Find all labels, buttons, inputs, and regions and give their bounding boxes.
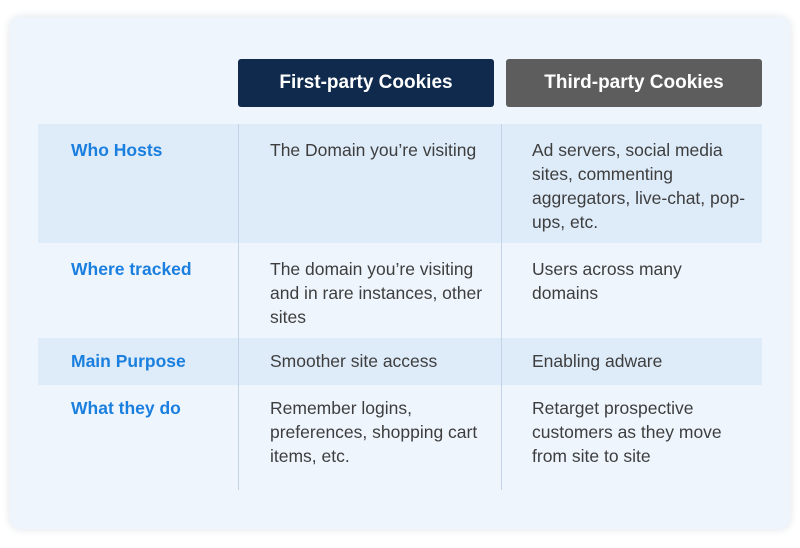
first-party-header: First-party Cookies (238, 59, 494, 107)
table-row-who-hosts: Who Hosts The Domain you’re visiting Ad … (38, 124, 762, 243)
table-row-what-they-do: What they do Remember logins, preference… (38, 385, 762, 490)
third-party-cell: Users across many domains (532, 259, 682, 303)
column-divider (238, 124, 239, 490)
third-party-cell: Ad servers, social media sites, commenti… (532, 140, 746, 232)
third-party-cell: Enabling adware (532, 351, 663, 371)
first-party-cell: The domain you’re visiting and in rare i… (270, 259, 483, 327)
row-label: Who Hosts (71, 140, 163, 160)
row-label: Main Purpose (71, 351, 186, 371)
row-label: Where tracked (71, 259, 192, 279)
table-row-main-purpose: Main Purpose Smoother site access Enabli… (38, 338, 762, 385)
row-label: What they do (71, 398, 181, 418)
first-party-cell: Smoother site access (270, 351, 438, 371)
third-party-cell: Retarget prospective customers as they m… (532, 398, 722, 466)
table-row-where-tracked: Where tracked The domain you’re visiting… (38, 243, 762, 338)
column-divider (501, 124, 502, 490)
third-party-header: Third-party Cookies (506, 59, 762, 107)
first-party-cell: Remember logins, preferences, shopping c… (270, 398, 478, 466)
first-party-cell: The Domain you’re visiting (270, 140, 477, 160)
